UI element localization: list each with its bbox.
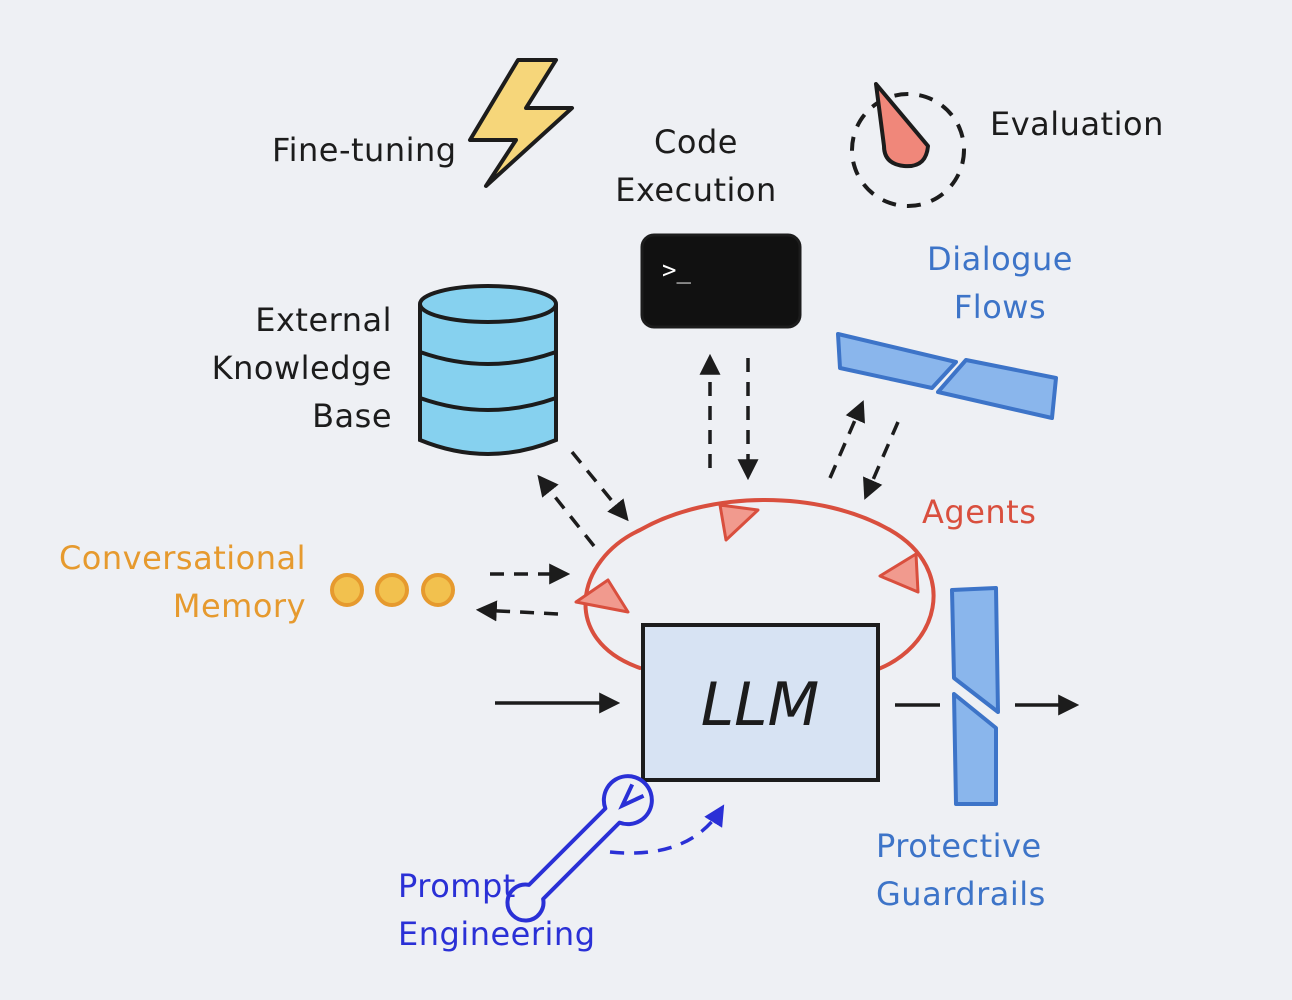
llm-box: [641, 623, 880, 782]
external-knowledge-base-label: External Knowledge Base: [211, 301, 392, 435]
kb-to-agents-arrow: [570, 450, 629, 522]
fine-tuning-label: Fine-tuning: [272, 131, 457, 169]
lightning-bolt-icon: [468, 58, 574, 188]
protective-guardrails-label: Protective Guardrails: [876, 827, 1046, 913]
agents-loop: [574, 498, 936, 674]
wrench-icon: [505, 774, 654, 923]
terminal-icon: >_: [640, 233, 802, 329]
agents-label: Agents: [922, 493, 1037, 531]
code-execution-label: Code Execution: [615, 123, 777, 209]
dialogue-flows-label: Dialogue Flows: [927, 240, 1073, 326]
llm-label: LLM: [701, 670, 820, 740]
conversational-memory-label: Conversational Memory: [58, 539, 306, 625]
gauge-icon: [850, 82, 966, 208]
to-dialogue-arrow: [828, 400, 865, 479]
dialogue-flow-shapes: [836, 332, 1058, 420]
prompt-engineering-label: Prompt Engineering: [398, 867, 596, 953]
dashed-arrows: [475, 353, 900, 622]
database-icon: [418, 284, 558, 456]
prompt-arrow: [609, 804, 725, 855]
agent-arrowhead: [878, 552, 920, 594]
from-dialogue-arrow: [863, 421, 900, 500]
terminal-prompt: >_: [662, 256, 691, 284]
agents-to-kb-arrow: [537, 474, 596, 548]
memory-dots-icon: [330, 573, 455, 607]
guardrail-bar: [950, 586, 1000, 806]
from-memory-arrow: [475, 600, 559, 622]
evaluation-label: Evaluation: [990, 105, 1164, 143]
agent-arrowhead: [718, 503, 760, 542]
agent-arrowhead: [574, 578, 630, 614]
